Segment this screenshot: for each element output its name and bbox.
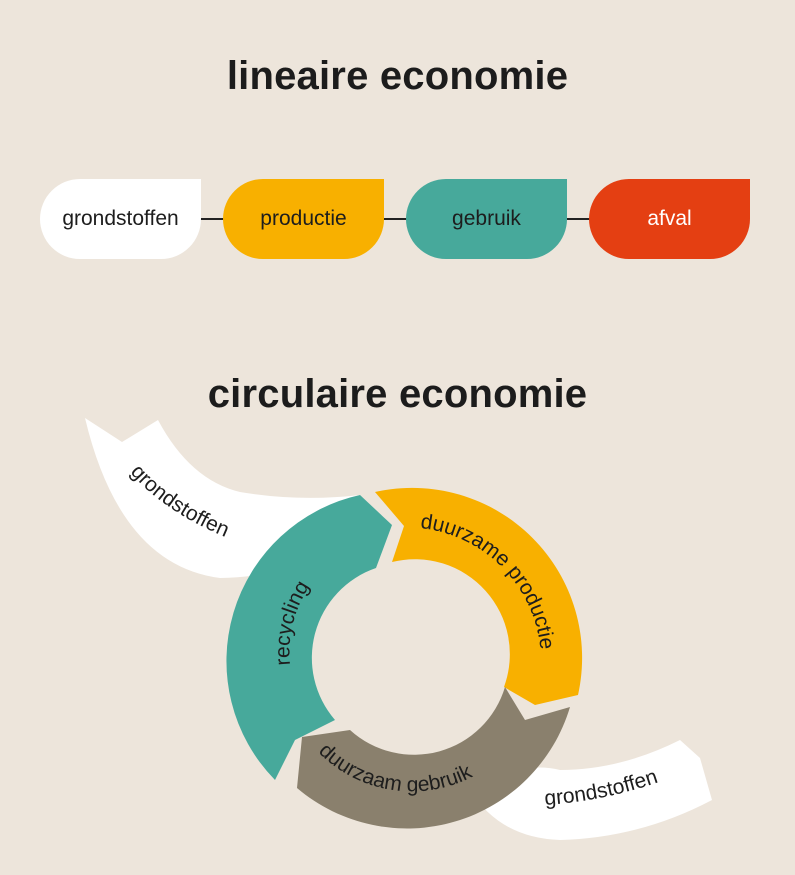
step-gebruik: gebruik <box>406 179 567 259</box>
connector-line <box>383 218 409 220</box>
connector-line <box>567 218 593 220</box>
step-label: grondstoffen <box>62 207 179 230</box>
circular-economy-title: circulaire economie <box>207 372 588 416</box>
segment-duurzame-productie <box>375 487 583 705</box>
outflow-arrow <box>470 740 712 840</box>
step-label: gebruik <box>452 207 521 230</box>
step-afval: afval <box>589 179 750 259</box>
segment-duurzaam-gebruik <box>297 687 570 829</box>
linear-chain: grondstoffen productie gebruik afval <box>0 0 795 300</box>
segment-recycling <box>226 495 392 780</box>
connector-line <box>199 218 225 220</box>
step-label: afval <box>647 207 692 230</box>
step-productie: productie <box>223 179 384 259</box>
step-label: productie <box>260 207 347 230</box>
step-grondstoffen: grondstoffen <box>40 179 201 259</box>
linear-economy-title: lineaire economie <box>226 54 569 98</box>
